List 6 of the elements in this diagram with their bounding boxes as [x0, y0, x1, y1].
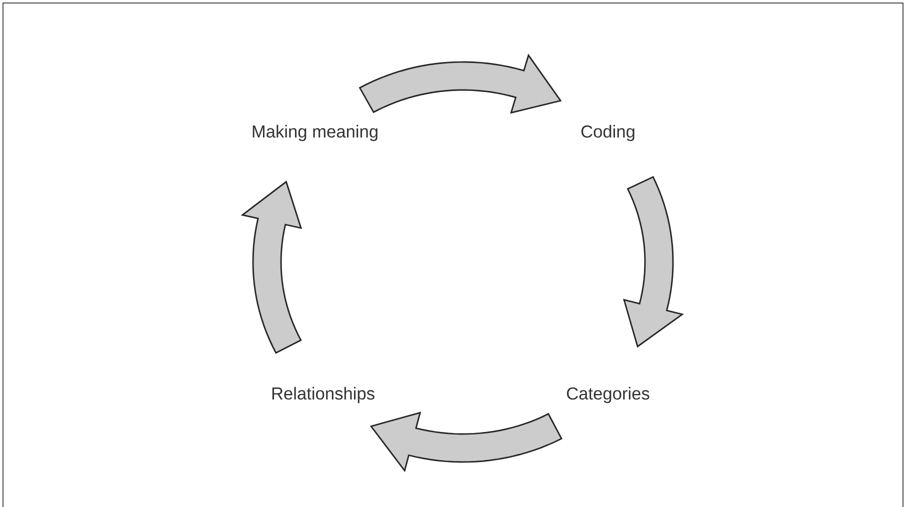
stage-label: Relationships: [272, 386, 374, 404]
stage-label: Coding: [581, 124, 634, 142]
curved-arrow: [623, 176, 684, 348]
stage-label: Making meaning: [252, 124, 378, 142]
stage-label: Categories: [566, 386, 650, 404]
curved-arrow: [240, 180, 302, 354]
